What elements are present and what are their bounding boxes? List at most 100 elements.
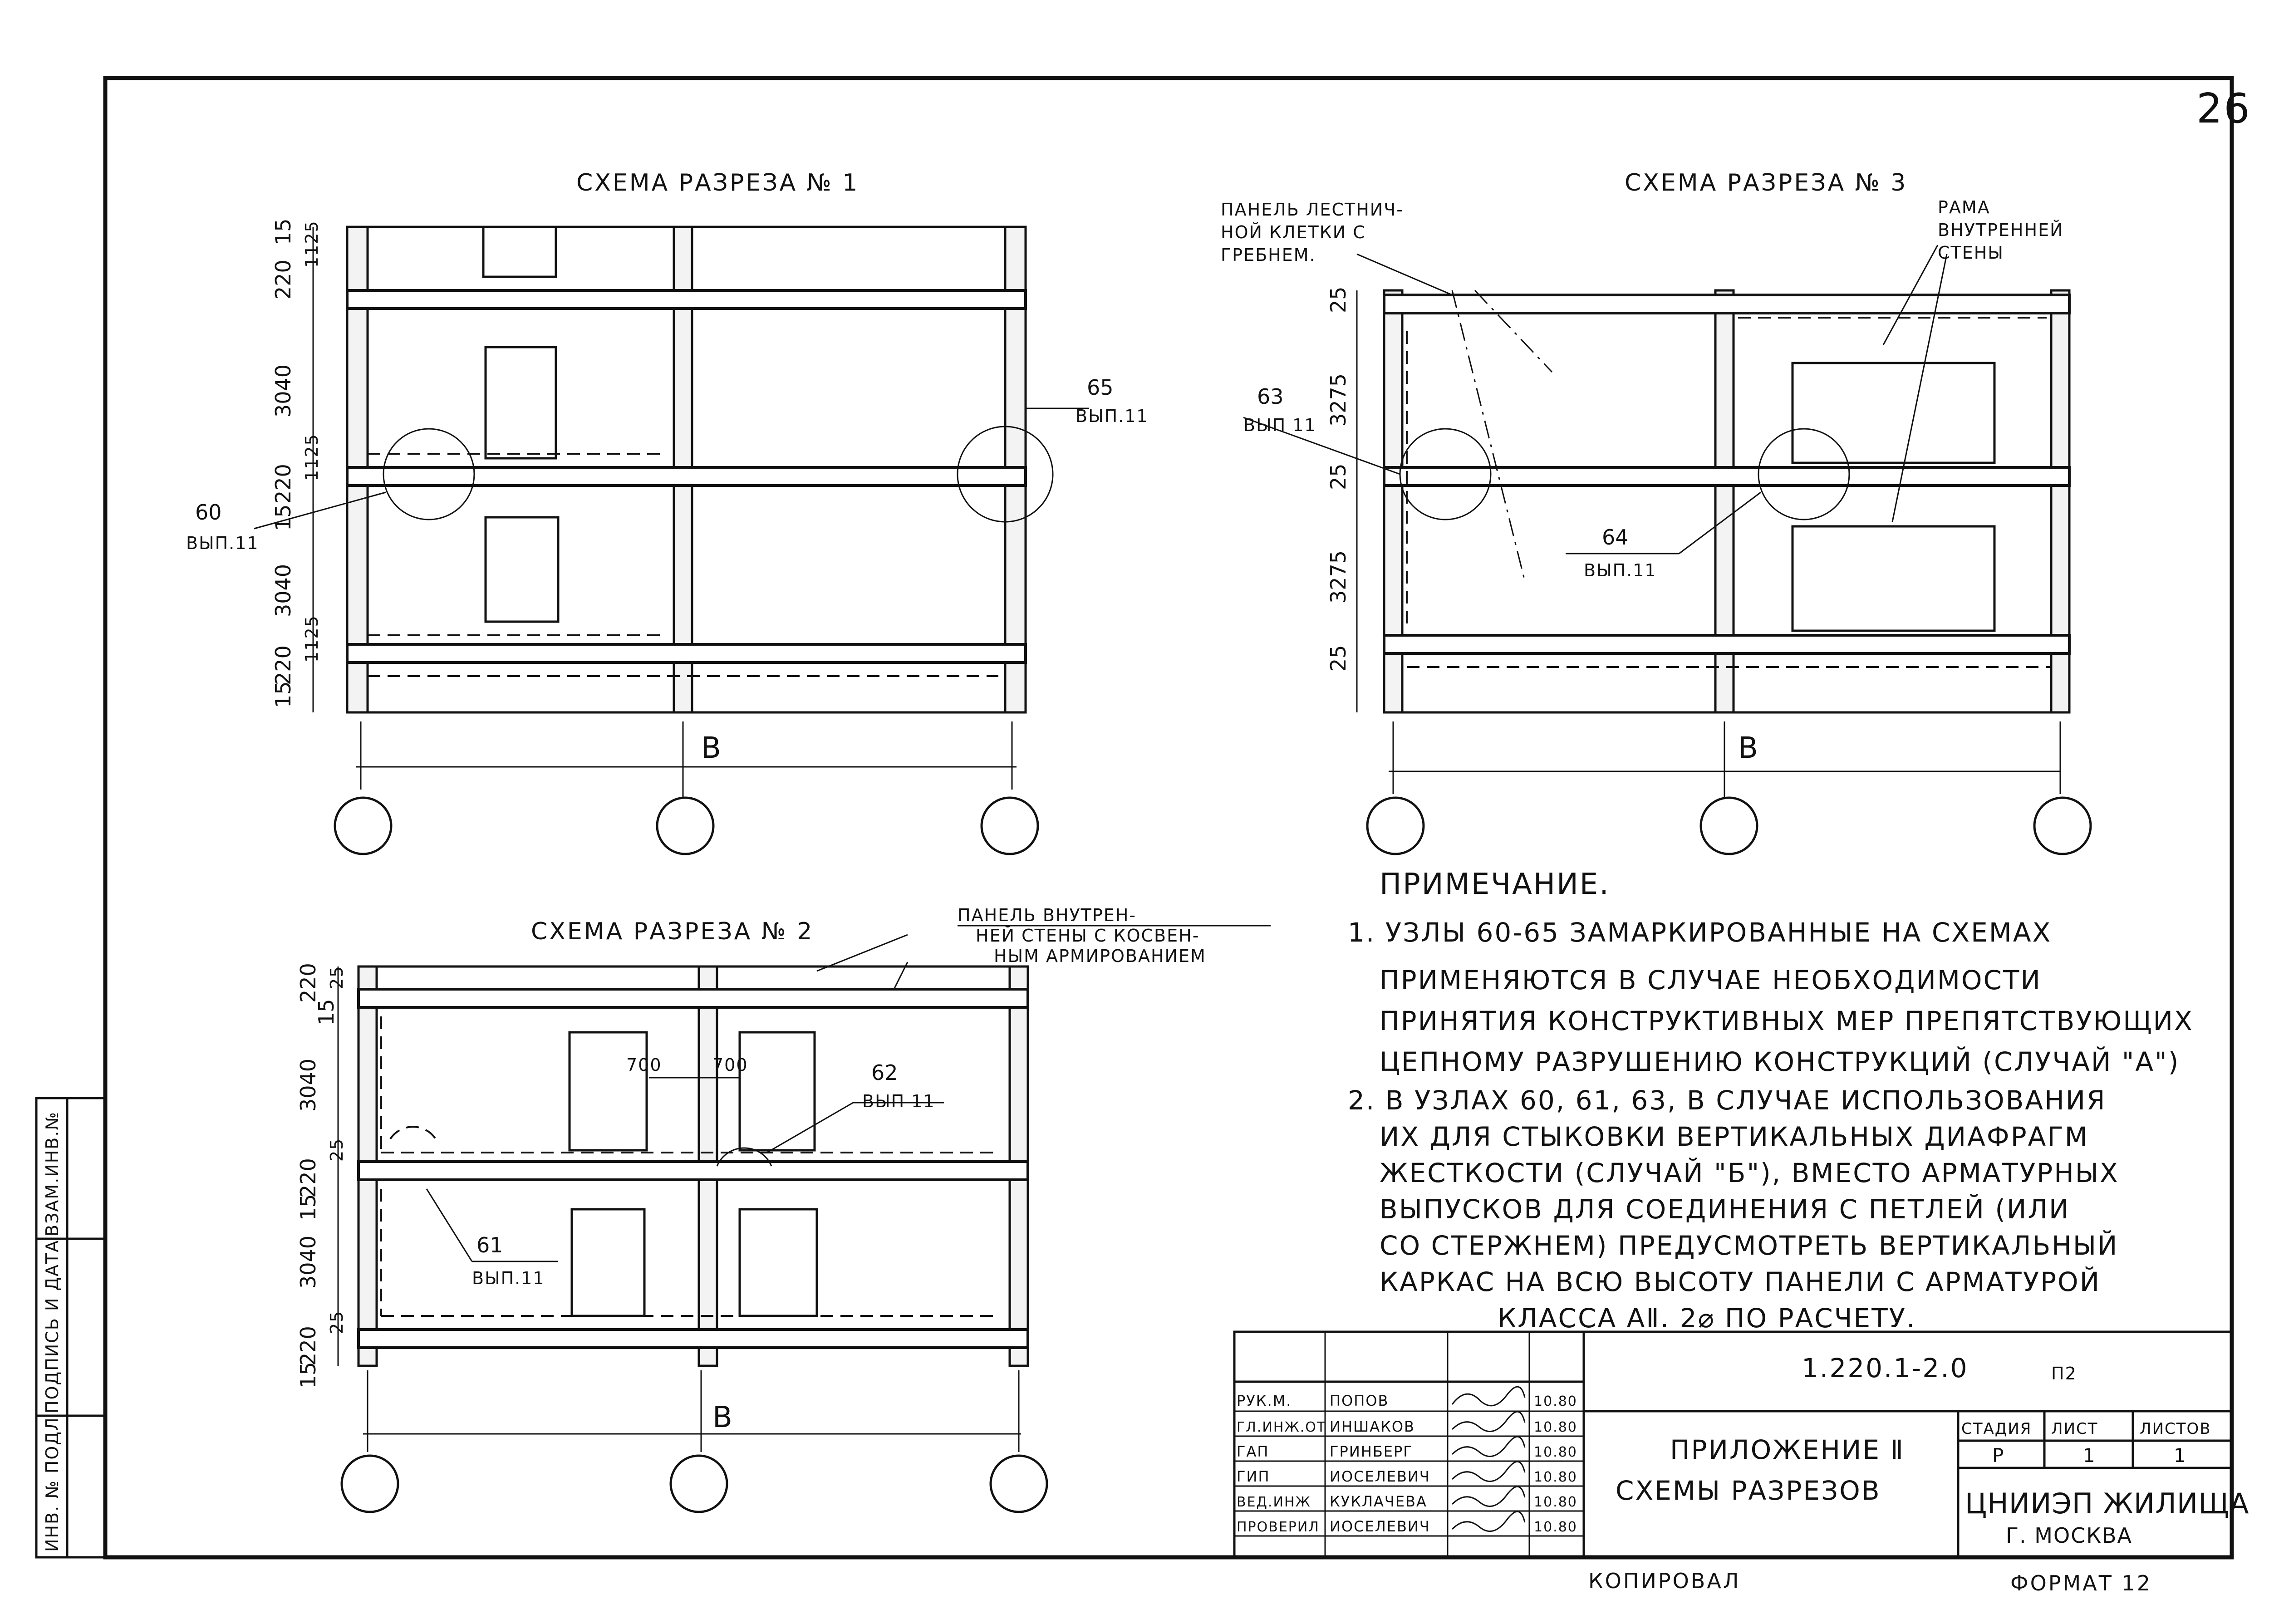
section-1-title: СХЕМА РАЗРЕЗА № 1 [576, 169, 859, 196]
opening-dim-left: 700 [626, 1055, 662, 1075]
note-line-9: СО СТЕРЖНЕМ) ПРЕДУСМОТРЕТЬ ВЕРТИКАЛЬНЫЙ [1380, 1230, 2118, 1261]
dim-s2-8: 220 [296, 1326, 320, 1366]
name-3: ИОСЕЛЕВИЧ [1330, 1468, 1430, 1485]
note-line-2: ПРИМЕНЯЮТСЯ В СЛУЧАЕ НЕОБХОДИМОСТИ [1380, 965, 2042, 996]
stamp-signature-date: ПОДПИСЬ И ДАТА [42, 1240, 62, 1413]
dim-s2-9: 15 [296, 1362, 320, 1388]
org-line1: ЦНИИЭП ЖИЛИЩА [1965, 1487, 2249, 1520]
sheets-value: 1 [2174, 1444, 2187, 1467]
dim-s2-0: 220 [296, 963, 320, 1003]
dim-s1-9: 15 [271, 681, 295, 708]
footer-format: ФОРМАТ 12 [2010, 1571, 2152, 1595]
frame-note-line3: СТЕНЫ [1938, 243, 2004, 263]
dim-s2-6: 25 [327, 1138, 347, 1162]
title-block: РУК.М. ПОПОВ 10.80 ГЛ.ИНЖ.ОТ ИНШАКОВ 10.… [1233, 1330, 2249, 1559]
panel-note-line3: НЫМ АРМИРОВАНИЕМ [994, 946, 1206, 966]
note-line-11: КЛАССА АⅡ. 2⌀ ПО РАСЧЕТУ. [1498, 1303, 1916, 1334]
note-line-7: ЖЕСТКОСТИ (СЛУЧАЙ "Б"), ВМЕСТО АРМАТУРНЫ… [1380, 1157, 2119, 1188]
name-5: ИОСЕЛЕВИЧ [1330, 1518, 1430, 1535]
footer-copied: КОПИРОВАЛ [1588, 1569, 1740, 1593]
date-4: 10.80 [1534, 1494, 1577, 1510]
sheet-number: 26 [2196, 85, 2251, 132]
name-0: ПОПОВ [1330, 1392, 1389, 1409]
section-1-axis-label: В [701, 731, 722, 765]
dim-s2-10: 25 [327, 1310, 347, 1334]
callout-62-number: 62 [871, 1060, 898, 1085]
side-stamp: ИНВ. № ПОДЛ ПОДПИСЬ И ДАТА ВЗАМ.ИНВ.№ [35, 1097, 107, 1559]
role-1: ГЛ.ИНЖ.ОТ [1237, 1419, 1326, 1435]
stamp-vzam-inv: ВЗАМ.ИНВ.№ [42, 1111, 62, 1236]
role-3: ГИП [1237, 1468, 1270, 1485]
dim-s1-8: 220 [271, 645, 295, 685]
dim-s2-4: 220 [296, 1158, 320, 1198]
stamp-inv-podl: ИНВ. № ПОДЛ [42, 1417, 62, 1552]
opening-dim-right: 700 [712, 1055, 748, 1075]
doc-suffix: П2 [2051, 1364, 2077, 1384]
date-5: 10.80 [1534, 1519, 1577, 1535]
role-4: ВЕД.ИНЖ [1237, 1494, 1311, 1510]
sheets-header: ЛИСТОВ [2140, 1420, 2211, 1438]
dim-s2-5: 15 [296, 1194, 320, 1221]
dim-s3-4: 25 [1326, 645, 1351, 672]
dim-s2-3: 3040 [296, 1059, 320, 1112]
date-3: 10.80 [1534, 1469, 1577, 1485]
notes-heading: ПРИМЕЧАНИЕ. [1380, 868, 1610, 901]
callout-62-ref: ВЫП 11 [862, 1091, 935, 1111]
callout-65-ref: ВЫП.11 [1076, 406, 1149, 426]
callout-63-number: 63 [1257, 384, 1284, 409]
note-line-5: 2. В УЗЛАХ 60, 61, 63, В СЛУЧАЕ ИСПОЛЬЗО… [1348, 1085, 2106, 1116]
section-2-axis-label: В [712, 1401, 734, 1434]
signatures [1451, 1386, 1526, 1532]
section-1: СХЕМА РАЗРЕЗА № 1 60 ВЫП.11 65 ВЫП.11 22… [186, 169, 1149, 855]
callout-64-ref: ВЫП.11 [1584, 560, 1657, 580]
name-1: ИНШАКОВ [1330, 1418, 1415, 1435]
frame-note-line1: РАМА [1938, 197, 1990, 217]
note-line-6: ИХ ДЛЯ СТЫКОВКИ ВЕРТИКАЛЬНЫХ ДИАФРАГМ [1380, 1121, 2089, 1152]
frame-note-line2: ВНУТРЕННЕЙ [1938, 220, 2064, 240]
dim-s2-2: 25 [327, 966, 347, 989]
notes: ПРИМЕЧАНИЕ. 1. УЗЛЫ 60-65 ЗАМАРКИРОВАННЫ… [1348, 868, 2194, 1334]
callout-60-ref: ВЫП.11 [186, 533, 259, 553]
stage-value: Р [1992, 1444, 2004, 1467]
stair-note-line3: ГРЕБНЕМ. [1221, 245, 1316, 265]
sheet-header: ЛИСТ [2051, 1420, 2098, 1438]
section-3: СХЕМА РАЗРЕЗА № 3 ПАНЕЛЬ ЛЕСТНИЧ- НОЙ КЛ… [1221, 169, 2092, 855]
dim-s1-0: 220 [271, 260, 295, 299]
role-2: ГАП [1237, 1443, 1269, 1460]
callout-64-number: 64 [1602, 525, 1629, 550]
role-5: ПРОВЕРИЛ [1237, 1519, 1320, 1535]
dim-s3-0: 25 [1326, 286, 1351, 313]
panel-note-line1: ПАНЕЛЬ ВНУТРЕН- [958, 905, 1136, 925]
note-line-1: 1. УЗЛЫ 60-65 ЗАМАРКИРОВАННЫЕ НА СХЕМАХ [1348, 917, 2052, 948]
dim-s1-6: 1125 [302, 433, 322, 481]
note-line-10: КАРКАС НА ВСЮ ВЫСОТУ ПАНЕЛИ С АРМАТУРОЙ [1380, 1266, 2101, 1297]
dim-s1-2: 1125 [302, 220, 322, 268]
dim-s1-3: 3040 [271, 364, 295, 417]
date-0: 10.80 [1534, 1393, 1577, 1409]
note-line-4: ЦЕПНОМУ РАЗРУШЕНИЮ КОНСТРУКЦИЙ (СЛУЧАЙ "… [1380, 1046, 2180, 1077]
role-0: РУК.М. [1237, 1392, 1292, 1409]
stage-header: СТАДИЯ [1961, 1420, 2032, 1438]
stair-note-line1: ПАНЕЛЬ ЛЕСТНИЧ- [1221, 200, 1404, 220]
section-2-title: СХЕМА РАЗРЕЗА № 2 [531, 918, 814, 945]
sheet-value: 1 [2083, 1444, 2096, 1467]
callout-60-number: 60 [195, 500, 222, 525]
panel-note-line2: НЕЙ СТЕНЫ С КОСВЕН- [976, 926, 1199, 946]
callout-61-ref: ВЫП.11 [472, 1268, 545, 1288]
name-4: КУКЛАЧЕВА [1330, 1493, 1427, 1510]
dim-s1-7: 3040 [271, 564, 295, 617]
dim-s2-7: 3040 [296, 1236, 320, 1289]
name-2: ГРИНБЕРГ [1330, 1443, 1413, 1460]
dim-s3-1: 3275 [1326, 373, 1351, 427]
dim-s3-3: 3275 [1326, 550, 1351, 603]
note-line-3: ПРИНЯТИЯ КОНСТРУКТИВНЫХ МЕР ПРЕПЯТСТВУЮЩ… [1380, 1006, 2194, 1036]
dim-s1-4: 220 [271, 464, 295, 504]
date-1: 10.80 [1534, 1419, 1577, 1435]
note-line-8: ВЫПУСКОВ ДЛЯ СОЕДИНЕНИЯ С ПЕТЛЕЙ (ИЛИ [1380, 1193, 2070, 1225]
callout-65-number: 65 [1087, 375, 1114, 400]
title-line1: ПРИЛОЖЕНИЕ Ⅱ [1670, 1434, 1905, 1465]
title-line2: СХЕМЫ РАЗРЕЗОВ [1616, 1475, 1881, 1506]
section-2: СХЕМА РАЗРЕЗА № 2 ПАНЕЛЬ ВНУТРЕН- НЕЙ СТ… [296, 905, 1271, 1513]
dim-s1-10: 1125 [302, 615, 322, 662]
